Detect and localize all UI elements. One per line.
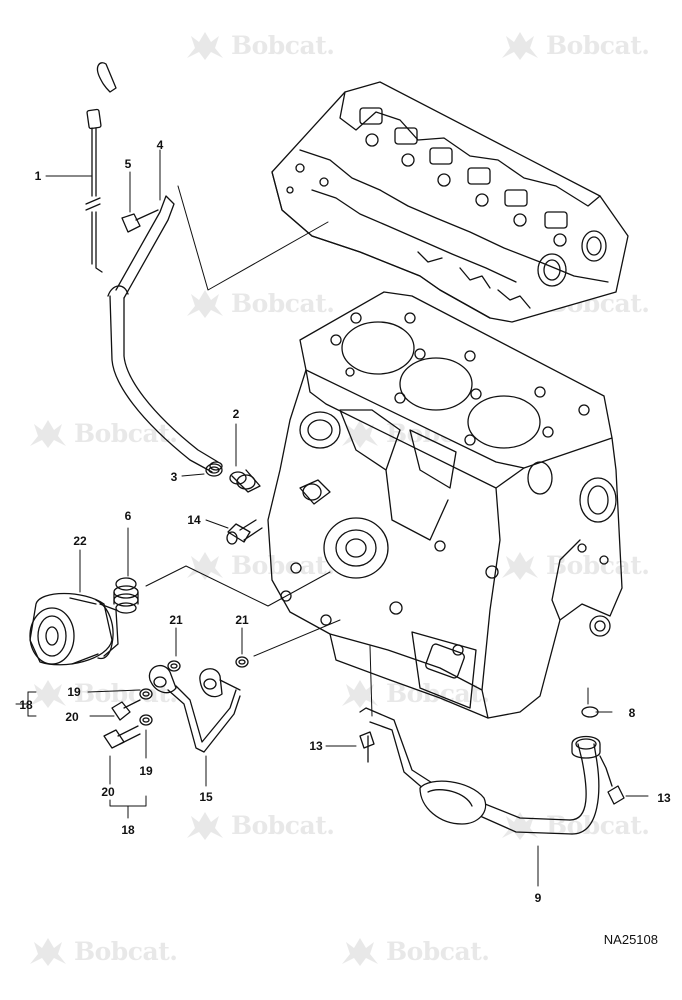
- callout-21: 21: [169, 613, 183, 627]
- callout-4: 4: [156, 138, 164, 152]
- cylinder-block: [267, 291, 623, 719]
- washers-19: [139, 688, 153, 726]
- callout-19: 19: [139, 764, 153, 778]
- bolts-20: [103, 699, 141, 749]
- callout-22: 22: [73, 534, 87, 548]
- figure-id: NA25108: [603, 932, 658, 947]
- callout-18: 18: [121, 823, 135, 837]
- oil-strainer-9: [359, 707, 601, 835]
- callout-19: 19: [67, 685, 81, 699]
- bolt-13-right: [599, 755, 625, 805]
- oil-pipe-15: [148, 656, 249, 753]
- o-ring-8: [581, 706, 599, 718]
- pressure-switch-14: [226, 519, 263, 545]
- callout-14: 14: [187, 513, 201, 527]
- dipstick: [85, 62, 117, 273]
- callout-13: 13: [309, 739, 323, 753]
- callout-18: 18: [19, 698, 33, 712]
- callout-5: 5: [124, 157, 132, 171]
- bolt-5: [121, 209, 159, 233]
- callout-21: 21: [235, 613, 249, 627]
- callout-3: 3: [170, 470, 178, 484]
- callout-8: 8: [628, 706, 636, 720]
- cylinder-head: [271, 81, 629, 323]
- bushing-2: [229, 469, 261, 493]
- callout-20: 20: [65, 710, 79, 724]
- callout-13: 13: [657, 791, 671, 805]
- callout-1: 1: [34, 169, 42, 183]
- callout-9: 9: [534, 891, 542, 905]
- bolt-13-left: [359, 731, 375, 763]
- oil-filter-22: [29, 592, 119, 666]
- o-ring-3: [205, 463, 223, 477]
- leader-lines: [15, 149, 649, 887]
- callout-6: 6: [124, 509, 132, 523]
- callout-15: 15: [199, 790, 213, 804]
- dipstick-guide-tube: [107, 195, 223, 473]
- callout-20: 20: [101, 785, 115, 799]
- fitting-6: [113, 577, 139, 614]
- callout-2: 2: [232, 407, 240, 421]
